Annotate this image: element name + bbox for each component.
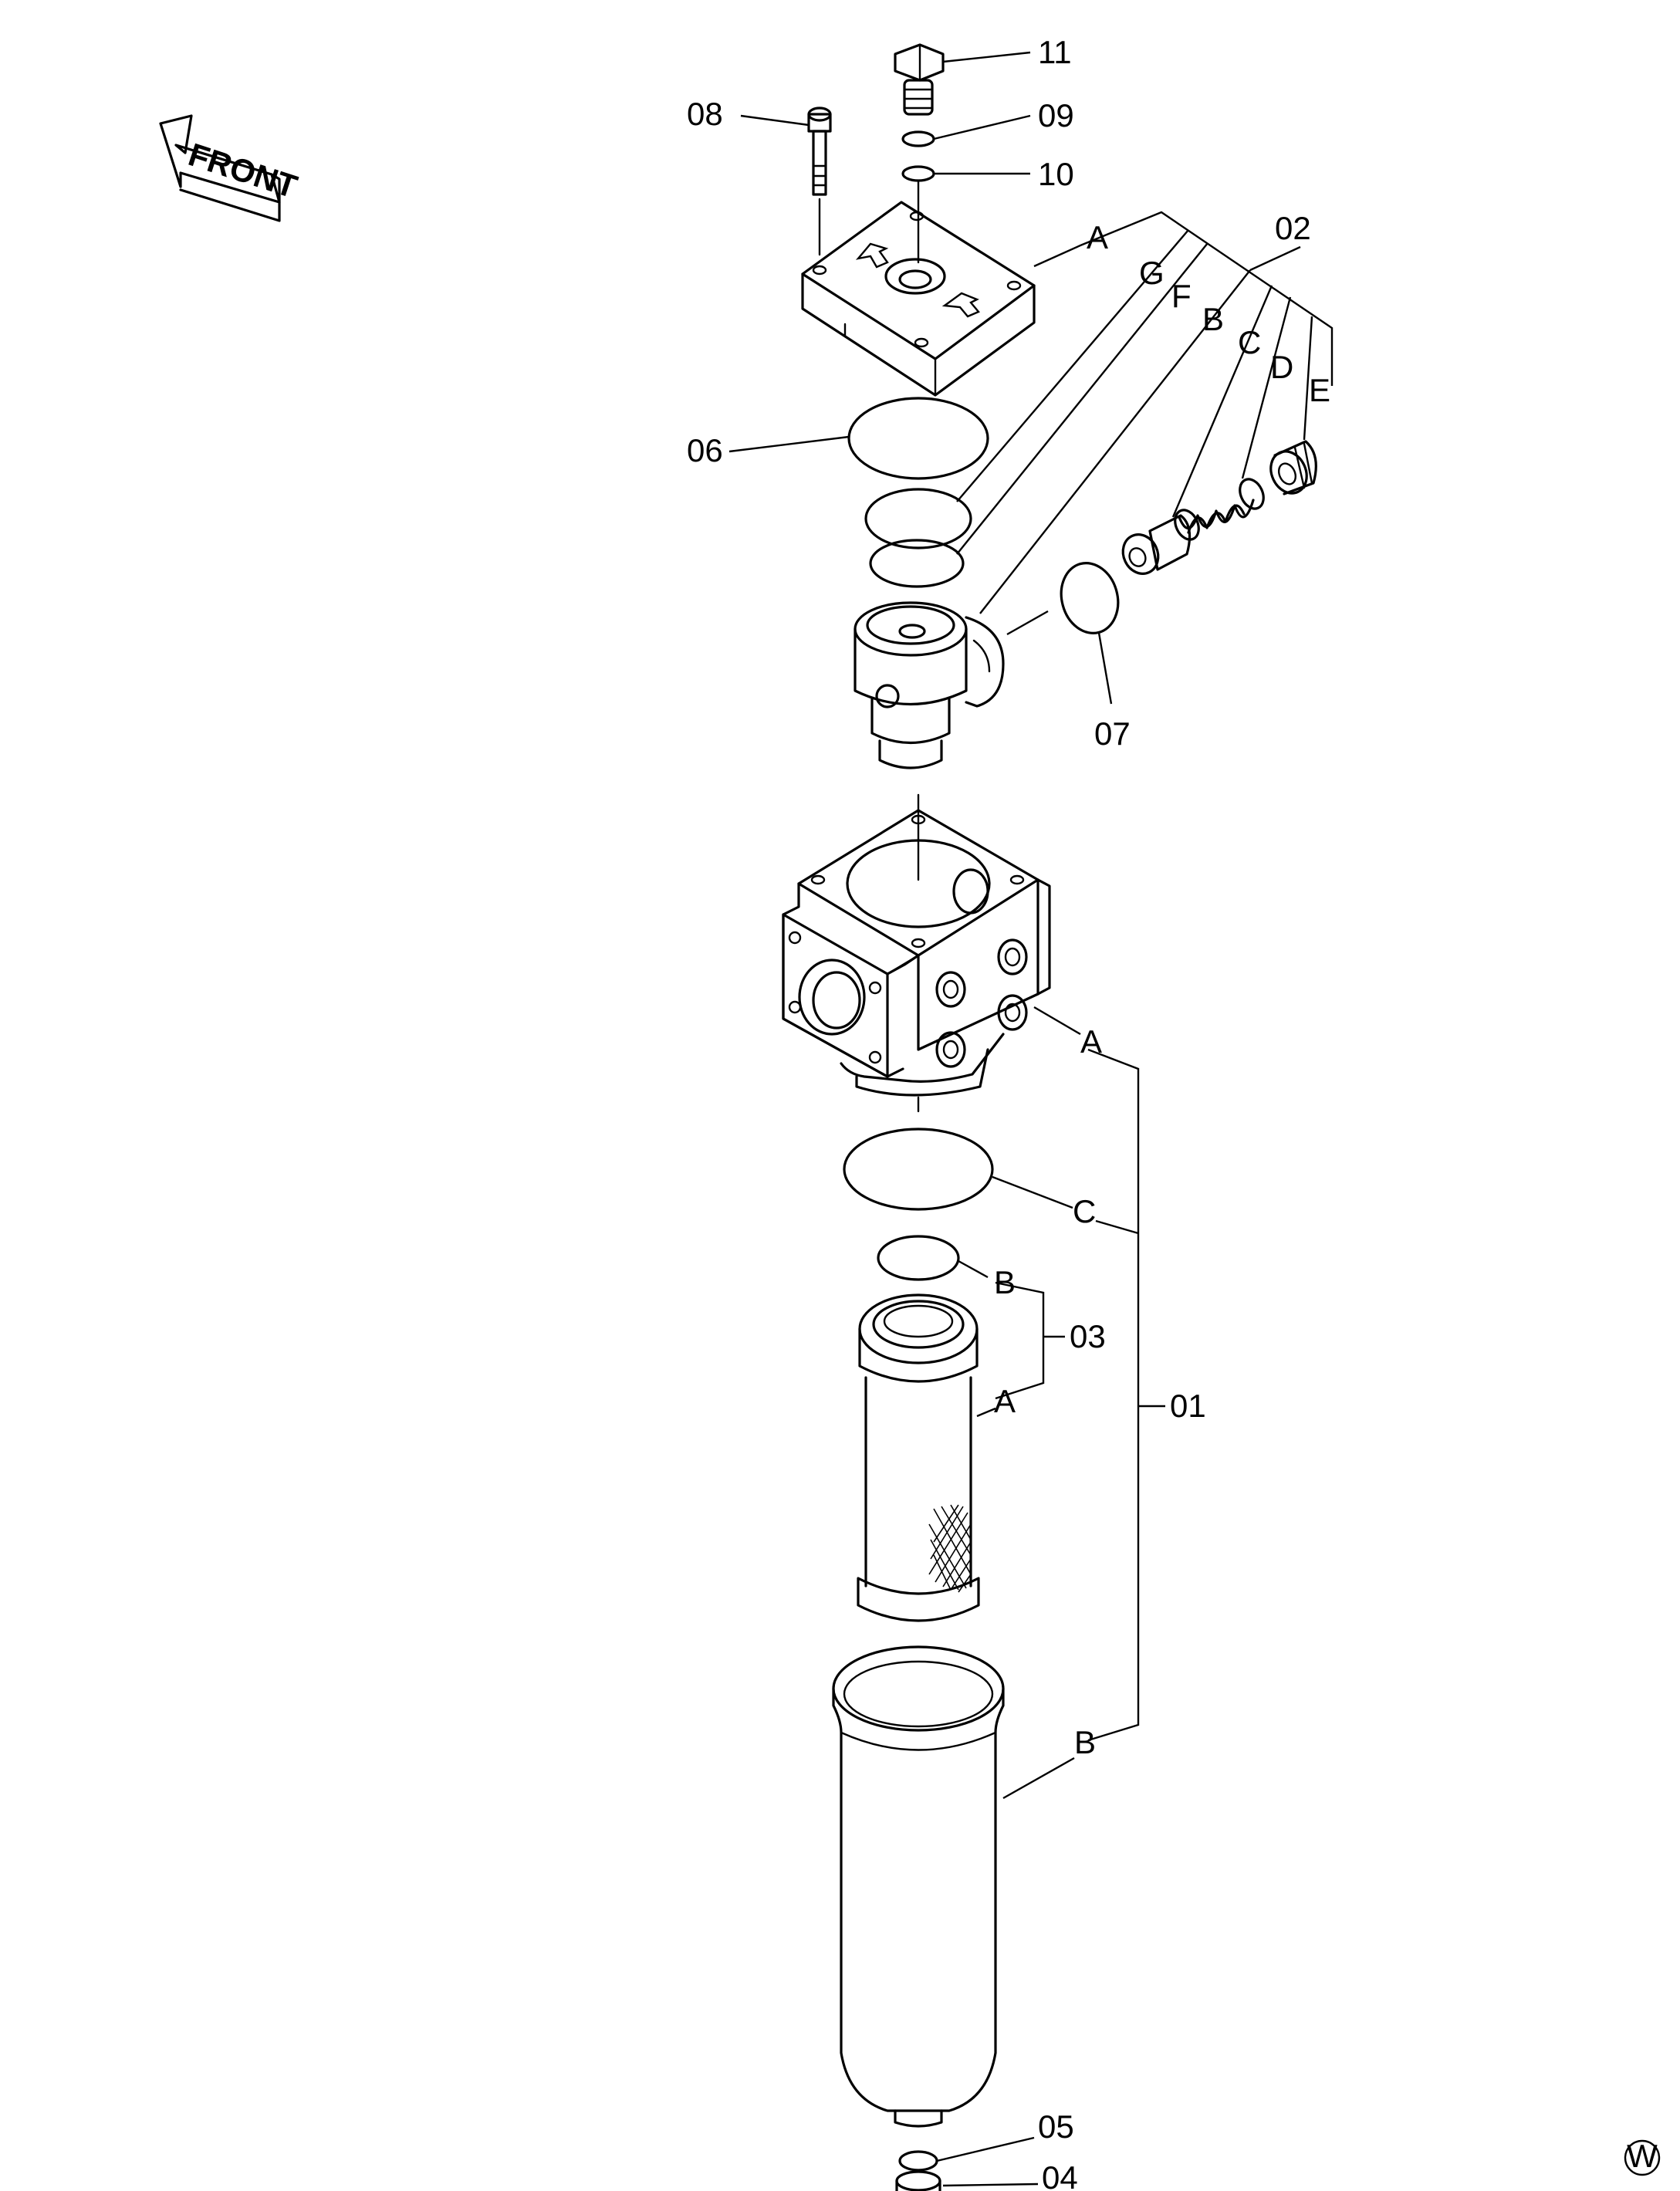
o-ring-B-icon	[877, 1235, 960, 1281]
label-09: 09	[1038, 97, 1074, 134]
label-top-B: B	[1202, 301, 1224, 337]
o-ring-10-icon	[901, 165, 935, 182]
label-top-E: E	[1309, 372, 1330, 408]
o-ring-C-icon	[843, 1128, 994, 1211]
cover-plate-icon	[801, 201, 1036, 397]
label-01: 01	[1170, 1388, 1206, 1424]
label-mid-A: A	[1080, 1023, 1102, 1060]
label-top-C: C	[1238, 324, 1261, 360]
label-top-G: G	[1139, 255, 1165, 291]
label-02: 02	[1275, 210, 1311, 246]
poppet-C-icon	[1121, 514, 1192, 575]
label-07: 07	[1094, 715, 1131, 752]
o-ring-06-icon	[847, 397, 989, 480]
label-bowl-B: B	[1074, 1724, 1096, 1760]
ring-G-icon	[864, 488, 972, 549]
filter-housing-block-icon	[782, 809, 1051, 1097]
filter-element-icon	[857, 1293, 980, 1622]
o-ring-07-icon	[1060, 562, 1120, 634]
plug-bolt-11-icon	[894, 43, 945, 116]
drain-plug-04-icon	[895, 2170, 941, 2191]
label-filter-A: A	[994, 1383, 1016, 1419]
label-06: 06	[687, 432, 723, 468]
label-05: 05	[1038, 2108, 1074, 2145]
watermark-letter: W	[1627, 2138, 1658, 2174]
plug-E-icon	[1269, 440, 1317, 495]
label-top-D: D	[1270, 349, 1293, 385]
valve-body-icon	[854, 601, 1005, 769]
filter-mesh-icon	[928, 1504, 972, 1593]
spring-D-icon	[1174, 478, 1265, 541]
watermark-badge: W	[1624, 2138, 1661, 2176]
filter-bowl-icon	[832, 1645, 1005, 2128]
o-ring-05-icon	[898, 2150, 938, 2172]
label-04: 04	[1042, 2159, 1078, 2191]
front-arrow-icon: FRONT	[159, 114, 302, 222]
label-11: 11	[1038, 34, 1072, 70]
label-top-A: A	[1087, 219, 1108, 255]
label-03: 03	[1070, 1318, 1106, 1354]
label-mid-C: C	[1073, 1193, 1096, 1229]
socket-bolt-08-icon	[807, 107, 832, 196]
front-arrow-label: FRONT	[184, 136, 302, 205]
label-top-F: F	[1171, 278, 1192, 314]
label-filter-B: B	[994, 1264, 1016, 1300]
label-10: 10	[1038, 156, 1074, 192]
ring-F-icon	[869, 539, 965, 588]
label-08: 08	[687, 96, 723, 132]
o-ring-09-icon	[901, 130, 935, 147]
